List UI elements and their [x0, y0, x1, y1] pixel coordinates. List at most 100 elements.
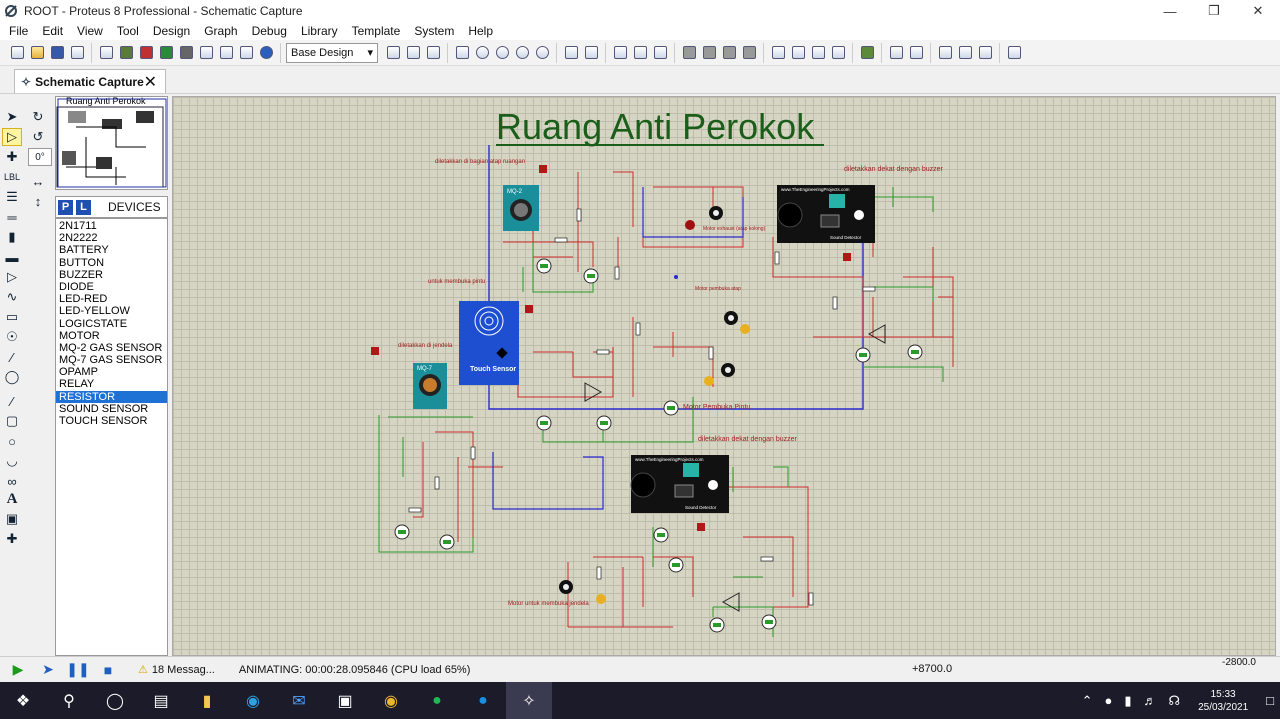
- show-hidden-icons-icon[interactable]: ⌃: [1081, 692, 1093, 708]
- graph-icon[interactable]: ∿: [6, 289, 18, 304]
- virtual-instrument-icon[interactable]: ◯: [4, 369, 20, 384]
- design-explorer-icon[interactable]: [217, 43, 236, 62]
- device-list-item[interactable]: BATTERY: [59, 244, 109, 257]
- marker-icon[interactable]: ✚: [6, 531, 18, 546]
- block-move-icon[interactable]: [700, 43, 719, 62]
- search-icon[interactable]: ⚲: [63, 692, 75, 710]
- device-list-item[interactable]: 2N2222: [59, 232, 98, 245]
- mirror-y-icon[interactable]: ↕: [34, 193, 42, 209]
- mq7-sensor[interactable]: MQ-7: [413, 363, 447, 409]
- battery-icon[interactable]: ▮: [1124, 692, 1132, 708]
- 3d-icon[interactable]: [177, 43, 196, 62]
- redo-icon[interactable]: [582, 43, 601, 62]
- edge-icon[interactable]: ◉: [246, 692, 260, 710]
- menu-help[interactable]: Help: [468, 24, 494, 38]
- pick-device-icon[interactable]: [769, 43, 788, 62]
- device-pin-icon[interactable]: ▷: [7, 269, 17, 284]
- open-folder-icon[interactable]: [28, 43, 47, 62]
- notes-icon[interactable]: [237, 43, 256, 62]
- overview-window[interactable]: Ruang Anti Perokok: [55, 96, 168, 190]
- close-tab-icon[interactable]: ✕: [143, 74, 157, 91]
- menu-graph[interactable]: Graph: [204, 24, 238, 38]
- tape-recorder-icon[interactable]: ▭: [5, 309, 19, 324]
- block-rotate-icon[interactable]: [720, 43, 739, 62]
- touch-sensor[interactable]: Touch Sensor: [459, 301, 519, 385]
- property-tool-icon[interactable]: [907, 43, 926, 62]
- copy-icon[interactable]: [631, 43, 650, 62]
- save-icon[interactable]: [48, 43, 67, 62]
- device-list-item[interactable]: LED-RED: [59, 293, 108, 306]
- menu-template[interactable]: Template: [351, 24, 401, 38]
- paste-icon[interactable]: [651, 43, 670, 62]
- menu-view[interactable]: View: [77, 24, 103, 38]
- voltage-probe-icon[interactable]: ∕: [10, 349, 14, 365]
- make-device-icon[interactable]: [789, 43, 808, 62]
- path-icon[interactable]: ∞: [7, 473, 17, 489]
- device-list-item[interactable]: LED-YELLOW: [59, 305, 130, 318]
- restore-button[interactable]: ❐: [1208, 3, 1220, 18]
- junction-icon[interactable]: ✚: [6, 149, 18, 164]
- device-list-item[interactable]: BUTTON: [59, 256, 105, 269]
- mail-icon[interactable]: ✉: [292, 692, 306, 710]
- pan-icon[interactable]: [453, 43, 472, 62]
- sound-detector-1[interactable]: www.TheEngineeringProjects.com Sound Det…: [777, 185, 875, 243]
- symbol-icon[interactable]: ▣: [5, 511, 19, 526]
- device-list-item[interactable]: RELAY: [59, 378, 95, 391]
- windows-start-icon[interactable]: ❖: [15, 692, 31, 710]
- design-select[interactable]: Base Design▾: [286, 42, 378, 63]
- subcircuit-icon[interactable]: ▮: [8, 229, 16, 244]
- block-copy-icon[interactable]: [680, 43, 699, 62]
- line-icon[interactable]: ∕: [10, 393, 14, 409]
- schematic-grid[interactable]: Ruang Anti Perokok diletakkan di bagian …: [173, 97, 1275, 655]
- circle-icon[interactable]: ○: [8, 433, 16, 449]
- refresh-icon[interactable]: [384, 43, 403, 62]
- new-file-icon[interactable]: [8, 43, 27, 62]
- menu-tool[interactable]: Tool: [116, 24, 139, 38]
- text-icon[interactable]: A: [6, 490, 18, 507]
- tab-schematic-capture[interactable]: ✧ Schematic Capture ✕: [14, 69, 166, 93]
- stop-icon[interactable]: ■: [103, 661, 113, 678]
- cut-icon[interactable]: [611, 43, 630, 62]
- selection-mode-icon[interactable]: ➤: [6, 109, 18, 124]
- clock[interactable]: 15:33 25/03/2021: [1198, 688, 1248, 714]
- wire-autorouter-icon[interactable]: [858, 43, 877, 62]
- rotate-cw-icon[interactable]: ↻: [32, 109, 44, 124]
- undo-icon[interactable]: [562, 43, 581, 62]
- bus-icon[interactable]: ═: [7, 209, 17, 225]
- exit-to-parent-icon[interactable]: [976, 43, 995, 62]
- gerber-icon[interactable]: [157, 43, 176, 62]
- messages-button[interactable]: ⚠18 Messag...: [138, 663, 215, 677]
- schematic-icon[interactable]: [117, 43, 136, 62]
- device-list-item[interactable]: 2N1711: [59, 220, 97, 232]
- device-list-item[interactable]: RESISTOR: [56, 390, 167, 403]
- microphone-icon[interactable]: ●: [1104, 693, 1113, 708]
- step-icon[interactable]: ➤: [42, 661, 54, 677]
- origin-icon[interactable]: [424, 43, 443, 62]
- skype-icon[interactable]: ●: [478, 691, 488, 709]
- device-list-item[interactable]: MQ-2 GAS SENSOR: [59, 341, 163, 354]
- menu-edit[interactable]: Edit: [42, 24, 64, 38]
- menu-design[interactable]: Design: [152, 24, 191, 38]
- text-script-icon[interactable]: ☰: [6, 189, 18, 204]
- box-icon[interactable]: ▢: [5, 413, 19, 428]
- close-window-button[interactable]: ✕: [1252, 3, 1264, 18]
- arc-icon[interactable]: ◡: [6, 453, 18, 468]
- proteus-taskbar-icon[interactable]: ✧: [506, 682, 552, 719]
- device-list-item[interactable]: OPAMP: [59, 366, 98, 379]
- spotify-icon[interactable]: ●: [432, 691, 442, 709]
- bom-icon[interactable]: [197, 43, 216, 62]
- chrome-icon[interactable]: ◉: [384, 692, 398, 710]
- pause-icon[interactable]: ❚❚: [66, 661, 90, 677]
- device-list-item[interactable]: SOUND SENSOR: [59, 402, 149, 415]
- zoom-area-icon[interactable]: [533, 43, 552, 62]
- device-list-item[interactable]: MQ-7 GAS SENSOR: [59, 354, 163, 367]
- mq2-sensor[interactable]: MQ-2: [503, 185, 539, 231]
- pcb-icon[interactable]: [137, 43, 156, 62]
- menu-library[interactable]: Library: [300, 24, 338, 38]
- mirror-x-icon[interactable]: ↔: [31, 173, 45, 189]
- file-explorer-icon[interactable]: ▮: [202, 692, 212, 710]
- cortana-icon[interactable]: ◯: [106, 692, 124, 710]
- volume-icon[interactable]: ♬: [1143, 693, 1157, 708]
- task-view-icon[interactable]: ▤: [153, 692, 169, 710]
